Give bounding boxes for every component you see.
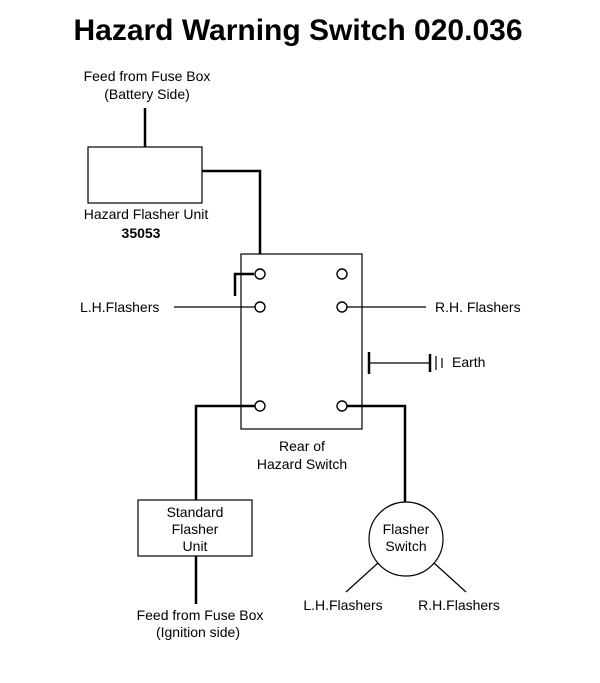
earth-label: Earth [452, 354, 485, 370]
terminal-bottom-left [254, 400, 266, 412]
flasher-to-switch-wire [202, 169, 262, 268]
terminal-mid-left [254, 301, 266, 313]
flasher-switch-circle [368, 501, 444, 577]
flasher-switch-rh-wire [433, 562, 467, 593]
terminal-bottom-right [336, 400, 348, 412]
standard-flasher-unit-box [137, 499, 253, 557]
diagram-title: Hazard Warning Switch 020.036 [73, 14, 522, 47]
feed-bottom-line2: (Ignition side) [156, 624, 240, 640]
terminal-top-right [336, 268, 348, 280]
terminal-mid-right [336, 301, 348, 313]
flasher-switch-lh-label: L.H.Flashers [303, 597, 382, 613]
hazard-flasher-unit-label: Hazard Flasher Unit [84, 206, 209, 222]
flasher-switch-rh-label: R.H.Flashers [418, 597, 500, 613]
terminal-top-left [254, 268, 266, 280]
feed-top-line2: (Battery Side) [104, 86, 190, 102]
flasher-switch-lh-wire [345, 562, 379, 593]
standard-flasher-line3: Unit [183, 538, 208, 554]
hazard-switch-caption-line1: Rear of [279, 438, 325, 454]
standard-flasher-line2: Flasher [172, 521, 219, 537]
feed-top-line1: Feed from Fuse Box [84, 68, 211, 84]
hazard-flasher-unit-box [87, 146, 203, 204]
hazard-flasher-part-number: 35053 [122, 225, 161, 241]
switch-to-standard-flasher-wire [194, 404, 255, 500]
hazard-switch-box [240, 253, 363, 430]
flasher-switch-line1: Flasher [383, 521, 430, 537]
standard-flasher-line1: Standard [167, 504, 224, 520]
terminal-link-bracket [233, 272, 254, 296]
lh-flashers-label: L.H.Flashers [80, 299, 159, 315]
feed-bottom-line1: Feed from Fuse Box [137, 607, 264, 623]
switch-to-flasher-switch-wire [347, 404, 407, 502]
rh-flashers-label: R.H. Flashers [435, 299, 521, 315]
hazard-switch-caption-line2: Hazard Switch [257, 456, 347, 472]
flasher-switch-line2: Switch [385, 538, 426, 554]
